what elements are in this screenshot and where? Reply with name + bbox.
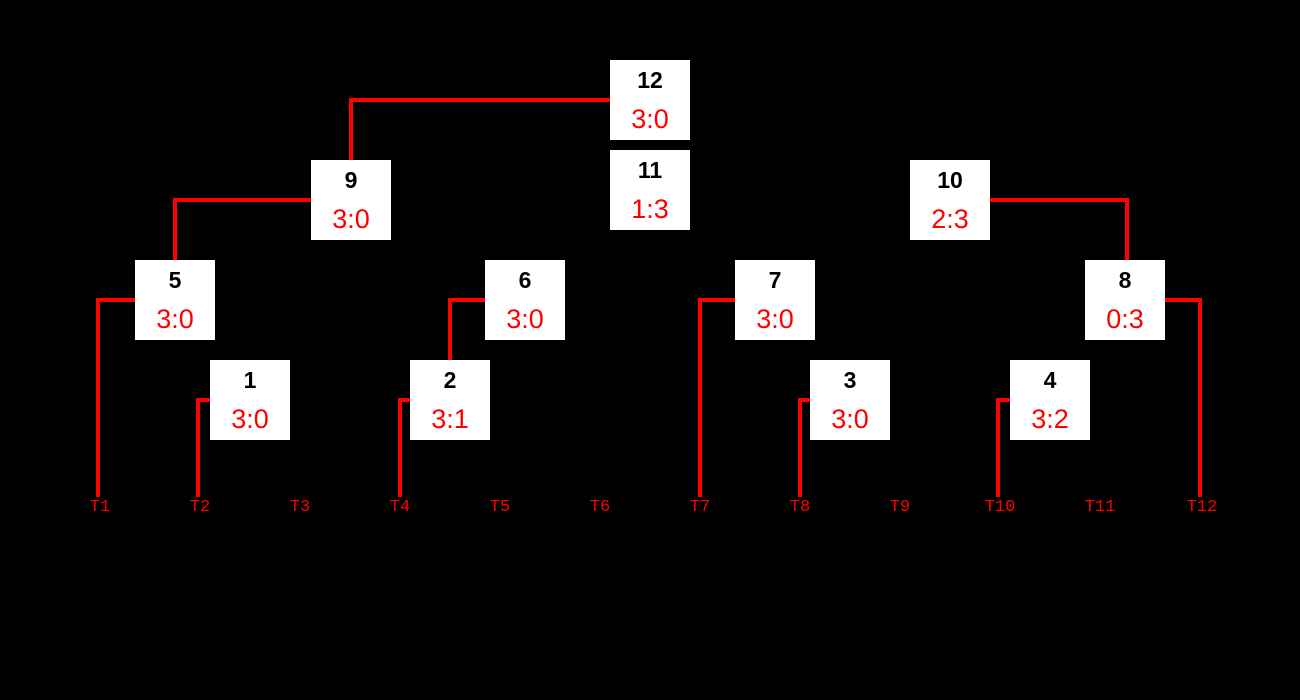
match-box-1: 1 3:0 xyxy=(210,360,290,440)
match-box-4: 4 3:2 xyxy=(1010,360,1090,440)
connector-semi9-to-match5-h xyxy=(173,198,312,202)
match-number: 2 xyxy=(443,367,457,393)
team-label-t4: T4 xyxy=(389,498,411,517)
match-score: 3:0 xyxy=(756,304,794,334)
connector-match2-to-t4-v xyxy=(398,398,402,497)
match-box-12: 12 3:0 xyxy=(610,60,690,140)
match-score: 3:0 xyxy=(231,404,269,434)
match-number: 3 xyxy=(843,367,857,393)
match-number: 4 xyxy=(1043,367,1057,393)
team-label-t9: T9 xyxy=(889,498,911,517)
match-box-6: 6 3:0 xyxy=(485,260,565,340)
team-label-t11: T11 xyxy=(1084,498,1116,517)
connector-final-to-semi9-h xyxy=(349,98,610,102)
match-number: 10 xyxy=(937,167,963,193)
match-number: 5 xyxy=(168,267,182,293)
connector-match6-to-match2-v xyxy=(448,298,452,360)
connector-match2-to-t4-h xyxy=(398,398,410,402)
connector-semi9-to-match5-v xyxy=(173,198,177,260)
connector-semi10-to-match8-h xyxy=(990,198,1129,202)
match-score: 2:3 xyxy=(931,204,969,234)
connector-match3-to-t8-h xyxy=(798,398,810,402)
match-score: 3:2 xyxy=(1031,404,1069,434)
connector-match7-to-t7-v xyxy=(698,298,702,497)
connector-match1-to-t2-v xyxy=(196,398,200,497)
match-score: 1:3 xyxy=(631,194,669,224)
match-box-10: 10 2:3 xyxy=(910,160,990,240)
match-number: 11 xyxy=(637,157,663,183)
team-label-t12: T12 xyxy=(1186,498,1218,517)
connector-match1-to-t2-h xyxy=(196,398,210,402)
match-number: 7 xyxy=(768,267,782,293)
team-label-t1: T1 xyxy=(89,498,111,517)
match-score: 3:0 xyxy=(156,304,194,334)
match-box-11: 11 1:3 xyxy=(610,150,690,230)
connector-match7-to-t7-h xyxy=(698,298,735,302)
team-label-t3: T3 xyxy=(289,498,311,517)
connector-match5-to-t1-h xyxy=(96,298,135,302)
match-box-5: 5 3:0 xyxy=(135,260,215,340)
match-score: 3:0 xyxy=(631,104,669,134)
match-box-2: 2 3:1 xyxy=(410,360,490,440)
match-number: 8 xyxy=(1118,267,1132,293)
connector-match8-to-t12-v xyxy=(1198,298,1202,497)
match-box-7: 7 3:0 xyxy=(735,260,815,340)
team-label-t5: T5 xyxy=(489,498,511,517)
team-label-t7: T7 xyxy=(689,498,711,517)
team-label-t6: T6 xyxy=(589,498,611,517)
match-score: 3:1 xyxy=(431,404,469,434)
connector-match4-to-t10-h xyxy=(996,398,1010,402)
match-number: 1 xyxy=(243,367,257,393)
match-number: 12 xyxy=(637,67,663,93)
match-number: 9 xyxy=(344,167,358,193)
match-box-8: 8 0:3 xyxy=(1085,260,1165,340)
connector-match4-to-t10-v xyxy=(996,398,1000,497)
connector-match3-to-t8-v xyxy=(798,398,802,497)
connector-semi10-to-match8-v xyxy=(1125,198,1129,260)
team-label-t2: T2 xyxy=(189,498,211,517)
connector-final-to-semi9-v xyxy=(349,98,353,160)
match-score: 3:0 xyxy=(506,304,544,334)
match-score: 3:0 xyxy=(831,404,869,434)
match-box-9: 9 3:0 xyxy=(311,160,391,240)
team-label-t10: T10 xyxy=(984,498,1016,517)
team-label-t8: T8 xyxy=(789,498,811,517)
match-score: 3:0 xyxy=(332,204,370,234)
connector-match8-to-t12-h xyxy=(1165,298,1202,302)
connector-match6-to-match2-h xyxy=(448,298,485,302)
match-number: 6 xyxy=(518,267,532,293)
connector-match5-to-t1-v xyxy=(96,298,100,497)
match-box-3: 3 3:0 xyxy=(810,360,890,440)
match-score: 0:3 xyxy=(1106,304,1144,334)
